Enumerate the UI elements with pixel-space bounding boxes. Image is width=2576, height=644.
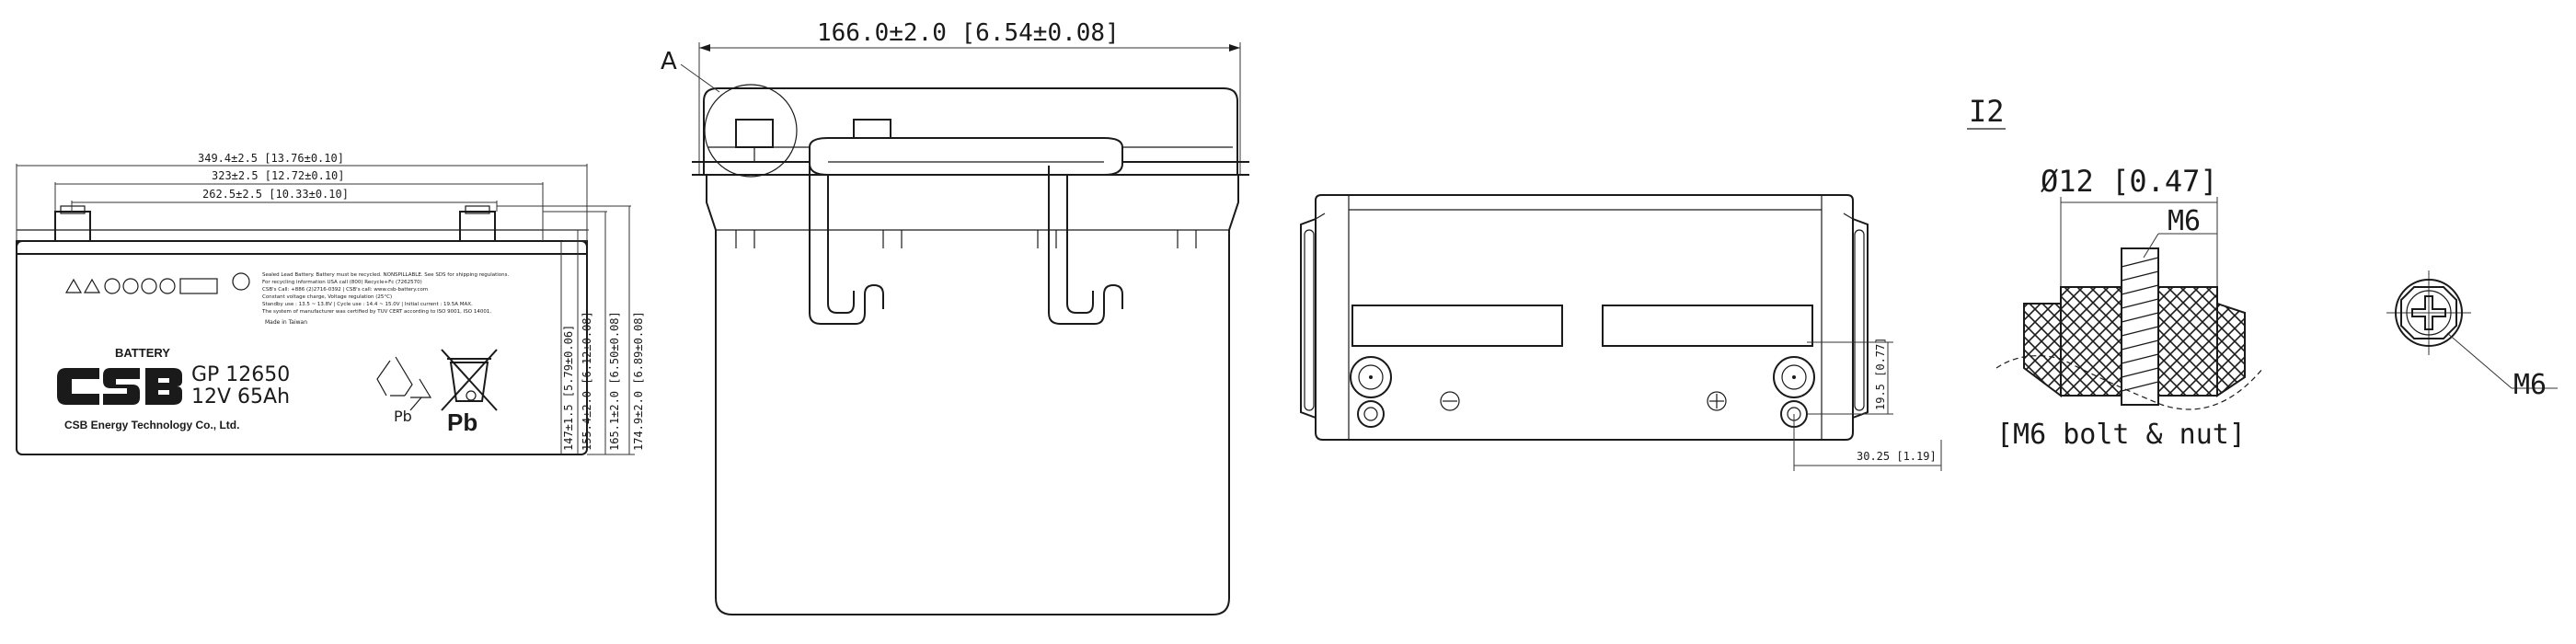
fine-print-line: Constant voltage charge, Voltage regulat… [262, 294, 392, 300]
terminal-detail: I2 Ø12 [0.47] M6 [M6 bolt [1967, 94, 2558, 451]
dim-height-overall: 174.9±2.0 [6.89±0.08] [632, 311, 645, 451]
vent-minus-icon [1440, 391, 1460, 411]
model-label: GP 12650 [191, 363, 290, 386]
dim-width-terminal: 262.5±2.5 [10.33±0.10] [202, 188, 349, 201]
dim-width-overall: 349.4±2.5 [13.76±0.10] [198, 152, 344, 165]
recycle-pb-label: Pb [394, 408, 412, 425]
logo-brand-small: BATTERY [115, 346, 170, 360]
detail-label-a: A [661, 48, 677, 75]
plan-thread-label: M6 [2513, 369, 2547, 401]
dim-height-case: 147±1.5 [5.79±0.06] [562, 325, 575, 451]
top-dim-vertical: 19.5 [0.77] [1874, 338, 1887, 410]
front-view: 349.4±2.5 [13.76±0.10] 323±2.5 [12.72±0.… [16, 152, 645, 455]
terminal-caption: [M6 bolt & nut] [1996, 419, 2246, 451]
recycle-icon: Pb [376, 356, 432, 425]
csb-logo: BATTERY [57, 346, 182, 405]
fine-print-line: Standby use : 13.5 ~ 13.8V | Cycle use :… [262, 302, 473, 307]
top-view: 19.5 [0.77] 30.25 [1.19] [1300, 194, 1942, 471]
fine-print-line: CSB's Call: +886 (2)2716-0392 | CSB's ca… [262, 287, 428, 293]
warning-icons [64, 272, 250, 294]
thread-lines [2121, 257, 2159, 392]
fine-print-line: Sealed Lead Battery. Battery must be rec… [262, 272, 510, 278]
front-width-dimensions: 349.4±2.5 [13.76±0.10] 323±2.5 [12.72±0.… [16, 152, 588, 241]
dim-width-mid: 323±2.5 [12.72±0.10] [212, 169, 345, 182]
top-terminal-positive [1350, 356, 1392, 428]
top-dim-horizontal: 30.25 [1.19] [1857, 450, 1937, 463]
rating-label: 12V 65Ah [191, 385, 290, 408]
bin-pb-label: Pb [447, 408, 477, 436]
company-label: CSB Energy Technology Co., Ltd. [64, 419, 239, 431]
front-terminal-left [54, 205, 91, 242]
carry-handle [809, 137, 1123, 325]
side-width-dimension: 166.0±2.0 [6.54±0.08] [817, 19, 1120, 47]
made-in-label: Made in Taiwan [265, 319, 307, 326]
terminal-title: I2 [1969, 94, 2005, 129]
side-view: 166.0±2.0 [6.54±0.08] A [661, 19, 1249, 615]
dim-height-post: 165.1±2.0 [6.50±0.08] [608, 311, 621, 451]
bolt-plan-view: M6 [2386, 270, 2558, 401]
front-height-dimensions: 147±1.5 [5.79±0.06] 155.4±2.0 [6.12±0.08… [497, 205, 645, 455]
fine-print-line: The system of manufacturer was certified… [261, 309, 491, 315]
fine-print-line: For recycling information USA call (800)… [262, 280, 422, 285]
terminal-thread: M6 [2168, 205, 2201, 237]
dim-height-lid: 155.4±2.0 [6.12±0.08] [581, 311, 593, 451]
fine-print: Sealed Lead Battery. Battery must be rec… [261, 272, 510, 315]
front-terminal-right [459, 205, 496, 242]
terminal-diameter: Ø12 [0.47] [2041, 164, 2218, 199]
crossed-bin-icon: Pb [441, 349, 498, 436]
vent-plus-icon [1707, 391, 1727, 411]
